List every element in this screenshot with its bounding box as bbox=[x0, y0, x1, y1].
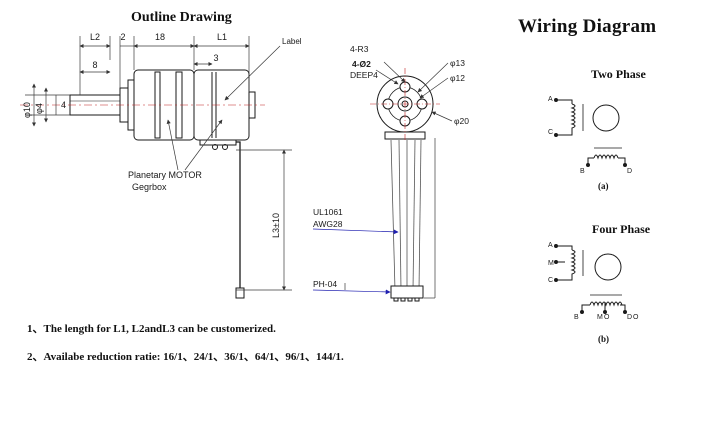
dim-d12: φ12 bbox=[450, 73, 465, 83]
front-center-lines bbox=[370, 68, 440, 140]
coil-bd-b bbox=[589, 301, 623, 307]
caption-a: (a) bbox=[598, 181, 609, 191]
side-view-leaders bbox=[166, 45, 281, 171]
dim-l3: L3±10 bbox=[271, 213, 281, 238]
motor-label-line2: Gegrbox bbox=[132, 182, 167, 192]
dim-d10: φ10 bbox=[22, 102, 32, 118]
wire-d-label-a: D bbox=[627, 168, 632, 175]
hole-spec-d2: 4-Ø2 bbox=[352, 59, 371, 69]
hole-spec-r3: 4-R3 bbox=[350, 44, 369, 54]
coil-ac-b bbox=[570, 249, 576, 276]
caption-b: (b) bbox=[598, 334, 609, 344]
dim-l2: L2 bbox=[90, 32, 100, 42]
four-phase-title: Four Phase bbox=[592, 222, 651, 236]
motor-cable bbox=[236, 141, 241, 290]
cable-end-plug bbox=[235, 287, 245, 299]
coil-bd-a bbox=[593, 154, 619, 160]
label-callout: Label bbox=[282, 37, 302, 46]
wire-bundle bbox=[390, 139, 422, 291]
note-customizable-lengths: 1、The length for L1, L2andL3 can be cust… bbox=[27, 323, 276, 335]
wire-a-label-a: A bbox=[548, 96, 553, 103]
motor-side-view bbox=[20, 69, 265, 299]
wire-b-label-b: B bbox=[574, 314, 579, 321]
dim-4: 4 bbox=[61, 100, 66, 110]
side-view-dimensions bbox=[25, 36, 292, 291]
hole-depth: DEEP4 bbox=[350, 70, 378, 80]
wire-o-label-b: O bbox=[604, 314, 610, 321]
two-phase-title: Two Phase bbox=[591, 67, 646, 81]
wire-a-label-b: A bbox=[548, 242, 553, 249]
wire-c-label-a: C bbox=[548, 129, 553, 136]
wire-b-label-a: B bbox=[580, 168, 585, 175]
cable-spec-awg: AWG28 bbox=[313, 219, 343, 229]
dim-18: 18 bbox=[155, 32, 165, 42]
rotor-circle-b bbox=[594, 253, 622, 281]
wiring-two-phase bbox=[554, 98, 627, 167]
motor-label-line1: Planetary MOTOR bbox=[128, 170, 202, 180]
outline-drawing-title: Outline Drawing bbox=[131, 10, 232, 25]
ph04-connector bbox=[390, 285, 424, 302]
coil-ac-a bbox=[570, 103, 576, 131]
wire-m-label-b2: M bbox=[597, 314, 603, 321]
dim-d13: φ13 bbox=[450, 58, 465, 68]
wiring-diagram-title: Wiring Diagram bbox=[518, 16, 657, 37]
dim-d20: φ20 bbox=[454, 116, 469, 126]
wire-c-label-b: C bbox=[548, 277, 553, 284]
wiring-four-phase bbox=[554, 244, 627, 314]
dim-8: 8 bbox=[92, 60, 97, 70]
dim-3: 3 bbox=[213, 53, 218, 63]
dim-d4: φ4 bbox=[34, 103, 44, 114]
dim-2: 2 bbox=[120, 32, 125, 42]
cable-spec-ul: UL1061 bbox=[313, 207, 343, 217]
wire-o-label-b2: O bbox=[633, 314, 639, 321]
front-view-leaders bbox=[312, 61, 453, 299]
wire-m-label-b: M bbox=[548, 260, 554, 267]
wire-d-label-b: D bbox=[627, 314, 632, 321]
dim-l1: L1 bbox=[217, 32, 227, 42]
rotor-circle-a bbox=[592, 104, 620, 132]
note-reduction-ratios: 2、Availabe reduction ratie: 16/1、24/1、36… bbox=[27, 351, 344, 363]
connector-spec: PH-04 bbox=[313, 279, 337, 289]
